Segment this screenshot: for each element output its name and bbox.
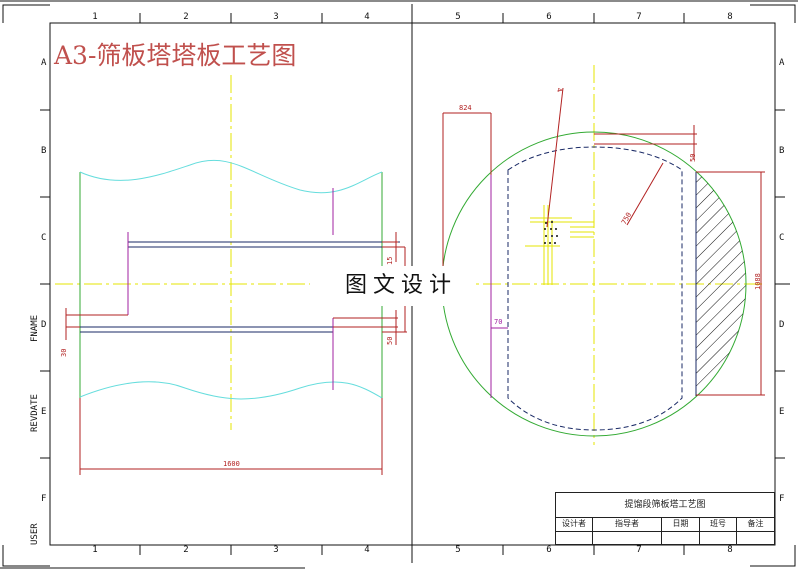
column-label-7-bottom: 7 <box>636 545 642 555</box>
row-label-f-right: F <box>779 494 785 504</box>
dim-downcomer-height: 1088 <box>754 273 762 290</box>
column-label-8-bottom: 8 <box>727 545 733 555</box>
side-label-user: USER <box>30 523 40 545</box>
row-label-d-right: D <box>779 320 785 330</box>
column-label-8: 8 <box>727 12 733 22</box>
column-label-5-bottom: 5 <box>455 545 461 555</box>
column-label-6-bottom: 6 <box>546 545 552 555</box>
value-class-no[interactable] <box>700 531 737 545</box>
sieve-holes <box>544 221 558 244</box>
column-label-1: 1 <box>92 12 98 22</box>
row-label-a-right: A <box>779 58 785 68</box>
dim-bottom-gap: 50 <box>386 336 394 345</box>
value-date[interactable] <box>662 531 700 545</box>
column-label-3: 3 <box>273 12 279 22</box>
value-remarks[interactable] <box>737 531 774 545</box>
watermark-text: 图文设计 <box>326 266 476 306</box>
side-label-fname: FNAME <box>30 314 40 342</box>
title-block: 提馏段筛板塔工艺图 设计者 指导者 日期 班号 备注 <box>555 492 775 545</box>
row-label-d: D <box>41 320 47 330</box>
header-advisor: 指导者 <box>593 517 662 531</box>
side-label-revdate: REVDATE <box>30 394 40 432</box>
column-label-4: 4 <box>364 12 370 22</box>
row-label-c-right: C <box>779 233 785 243</box>
dim-inlet-width: 70 <box>494 318 503 326</box>
header-designer: 设计者 <box>556 517 593 531</box>
window-top-border <box>0 0 798 2</box>
drawing-title: A3-筛板塔塔板工艺图 <box>54 41 297 70</box>
row-label-e: E <box>41 407 47 417</box>
column-label-6: 6 <box>546 12 552 22</box>
row-label-a: A <box>41 58 47 68</box>
column-label-3-bottom: 3 <box>273 545 279 555</box>
bottom-column-ticks <box>139 545 685 563</box>
dim-width-1600: 1600 <box>223 460 240 468</box>
title-block-header-row: 设计者 指导者 日期 班号 备注 <box>556 517 774 532</box>
sieve-hole-lines <box>525 205 594 285</box>
dim-top-offset: 50 <box>689 153 697 162</box>
left-view <box>65 159 407 475</box>
title-block-name: 提馏段筛板塔工艺图 <box>556 493 774 518</box>
header-date: 日期 <box>662 517 700 531</box>
header-class-no: 班号 <box>700 517 737 531</box>
value-advisor[interactable] <box>593 531 662 545</box>
top-column-ticks <box>139 4 685 23</box>
row-label-f: F <box>41 494 47 504</box>
value-designer[interactable] <box>556 531 593 545</box>
column-label-7: 7 <box>636 12 642 22</box>
row-label-e-right: E <box>779 407 785 417</box>
column-label-4-bottom: 4 <box>364 545 370 555</box>
column-label-1-bottom: 1 <box>92 545 98 555</box>
column-label-5: 5 <box>455 12 461 22</box>
window-bottom-border <box>0 567 305 569</box>
dim-weir-length: 824 <box>459 104 472 112</box>
column-label-2: 2 <box>183 12 189 22</box>
row-label-c: C <box>41 233 47 243</box>
right-view <box>441 87 765 437</box>
row-label-b-right: B <box>779 146 785 156</box>
title-block-value-row <box>556 531 774 545</box>
dim-left-gap: 30 <box>60 348 68 357</box>
header-remarks: 备注 <box>747 519 764 528</box>
column-label-2-bottom: 2 <box>183 545 189 555</box>
row-label-b: B <box>41 146 47 156</box>
centerlines <box>55 65 765 445</box>
row-ticks <box>40 109 790 459</box>
dim-top-gap: 15 <box>386 256 394 265</box>
corner-marks <box>2 4 796 567</box>
